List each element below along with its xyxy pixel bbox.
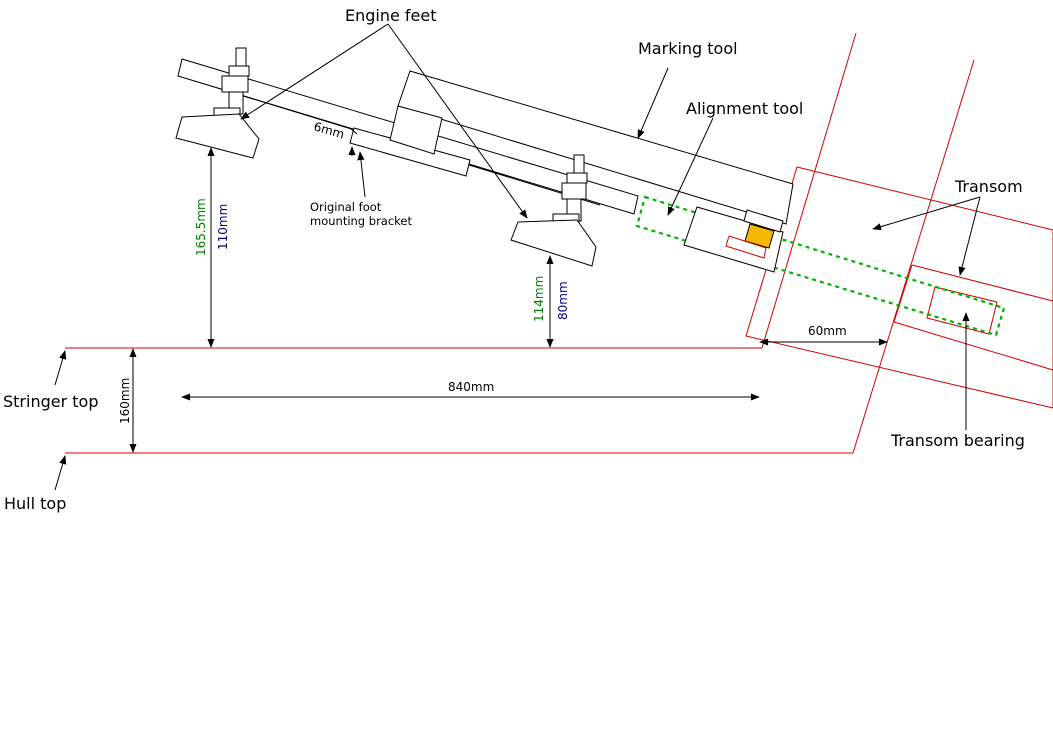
stringer-top-line	[65, 32, 857, 349]
dim-bracket-gap	[348, 127, 358, 156]
dim-label-rear-green: 114mm	[532, 276, 546, 322]
label-marking-tool: Marking tool	[638, 39, 738, 58]
leader-hull-top	[54, 455, 67, 491]
label-original-bracket-1: Original foot	[310, 200, 382, 214]
dim-label-stringer-height: 160mm	[118, 378, 132, 424]
label-hull-top: Hull top	[4, 494, 66, 513]
leader-engine-feet-front	[240, 23, 389, 120]
leader-original-bracket	[357, 151, 366, 198]
leader-engine-feet-rear	[387, 23, 528, 219]
leader-marking-tool	[637, 67, 669, 139]
dim-label-front-blue: 110mm	[216, 204, 230, 250]
dim-label-front-green: 165.5mm	[194, 198, 208, 256]
engine-foot-front	[175, 47, 260, 159]
marker-block	[744, 223, 775, 249]
label-transom: Transom	[954, 177, 1023, 196]
dim-label-stringer-length: 840mm	[448, 380, 494, 394]
label-stringer-top: Stringer top	[3, 392, 98, 411]
label-alignment-tool: Alignment tool	[686, 99, 803, 118]
dim-label-rear-blue: 80mm	[556, 281, 570, 320]
leader-transom-a	[872, 196, 981, 231]
label-original-bracket-2: mounting bracket	[310, 214, 412, 228]
label-engine-feet: Engine feet	[345, 6, 437, 25]
leader-alignment-tool	[667, 117, 714, 216]
marking-tool	[389, 70, 794, 273]
label-transom-bearing: Transom bearing	[890, 431, 1025, 450]
hull-top-line	[65, 59, 975, 454]
engine-foot-rear	[510, 154, 597, 267]
leader-transom-b	[958, 196, 981, 276]
alignment-tool-outline	[635, 195, 1006, 337]
dim-label-transom-offset: 60mm	[808, 324, 847, 338]
transom-outline	[745, 166, 1053, 409]
leader-stringer-top	[54, 350, 67, 386]
